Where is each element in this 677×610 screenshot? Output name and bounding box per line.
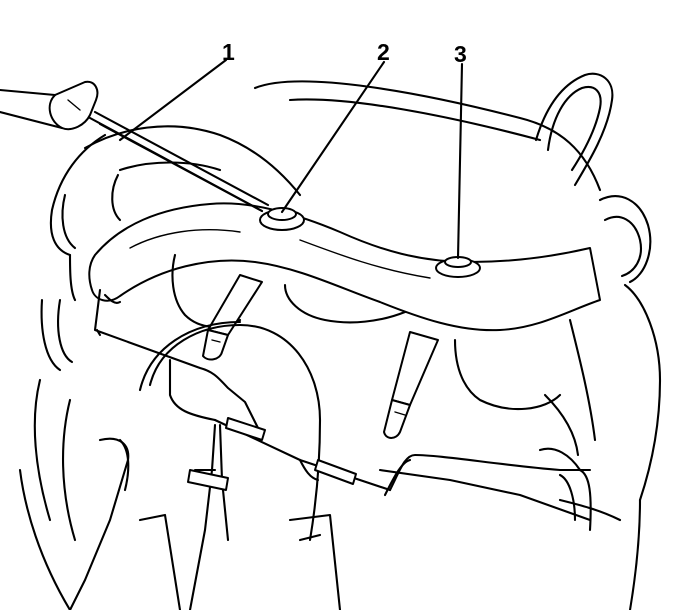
headrest-support-bar [88,202,601,332]
seat-back-lower-edge [83,125,302,197]
headrest-guide-left [202,207,305,361]
release-tool [0,80,270,213]
seat-back-outline [253,72,662,610]
callout-labels: 1 2 3 [222,39,467,67]
callout-leaders [118,58,464,260]
callout-3-leader [456,62,464,260]
seat-wire-frame [93,288,592,610]
callout-2-leader [280,60,386,214]
callout-1-label: 1 [222,39,235,65]
headrest-guide-right [383,256,481,439]
callout-2-label: 2 [377,39,390,65]
callout-1-leader [118,58,228,142]
callout-3-label: 3 [454,41,467,67]
seat-cushion-left [18,133,122,610]
lower-cushion [68,437,622,610]
